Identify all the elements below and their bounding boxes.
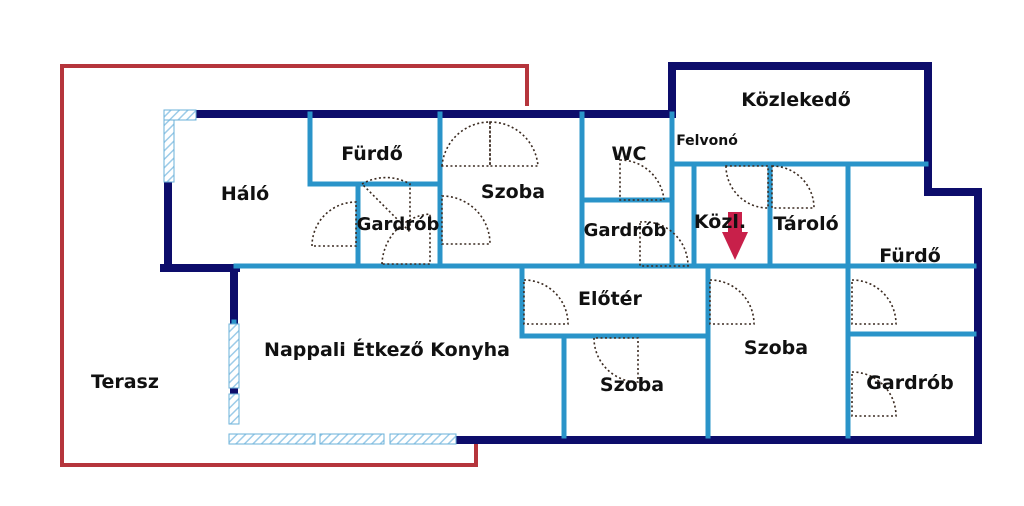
window	[163, 119, 175, 183]
room-label-wc: WC	[612, 143, 647, 165]
outer-walls	[160, 62, 982, 444]
terrace-outline	[60, 64, 529, 467]
window	[228, 393, 240, 425]
window	[319, 433, 385, 445]
room-label-szoba-2: Szoba	[600, 374, 664, 396]
room-label-felvono: Felvonó	[676, 133, 738, 149]
room-label-furdo-2: Fürdő	[879, 245, 941, 267]
door-swing	[360, 176, 411, 234]
door-swing	[441, 121, 491, 167]
door-swing	[489, 121, 539, 167]
room-label-szoba-1: Szoba	[481, 181, 545, 203]
window	[163, 109, 197, 121]
room-label-kozlekedo: Közlekedő	[741, 89, 851, 111]
door-swing	[851, 279, 897, 325]
door-swing	[381, 213, 431, 265]
room-label-eloter: Előtér	[578, 288, 643, 310]
door-swing	[709, 279, 755, 325]
door-swing	[441, 195, 491, 245]
door-swing	[311, 201, 357, 247]
room-label-gardrob-2: Gardrób	[584, 220, 667, 241]
door-swing	[771, 165, 815, 209]
room-label-nappali: Nappali Étkező Konyha	[264, 338, 510, 361]
inner-walls	[231, 111, 977, 439]
room-label-kozl: Közl.	[694, 211, 746, 233]
door-swings	[311, 121, 897, 417]
room-label-gardrob-3: Gardrób	[866, 372, 953, 394]
room-label-tarolo: Tároló	[773, 213, 838, 235]
windows	[163, 109, 457, 445]
room-label-halo: Háló	[221, 183, 269, 205]
window	[389, 433, 457, 445]
down-arrow-icon	[722, 212, 748, 260]
door-swing	[639, 221, 689, 267]
room-label-gardrob-1: Gardrób	[357, 214, 440, 235]
window	[228, 433, 316, 445]
window	[228, 323, 240, 389]
door-swing	[851, 371, 897, 417]
room-label-szoba-3: Szoba	[744, 337, 808, 359]
door-swing	[593, 337, 639, 383]
door-swing	[619, 159, 665, 201]
room-label-furdo-1: Fürdő	[341, 143, 403, 165]
door-swing	[523, 279, 569, 325]
room-label-terasz: Terasz	[91, 371, 159, 393]
door-swing	[725, 165, 769, 209]
